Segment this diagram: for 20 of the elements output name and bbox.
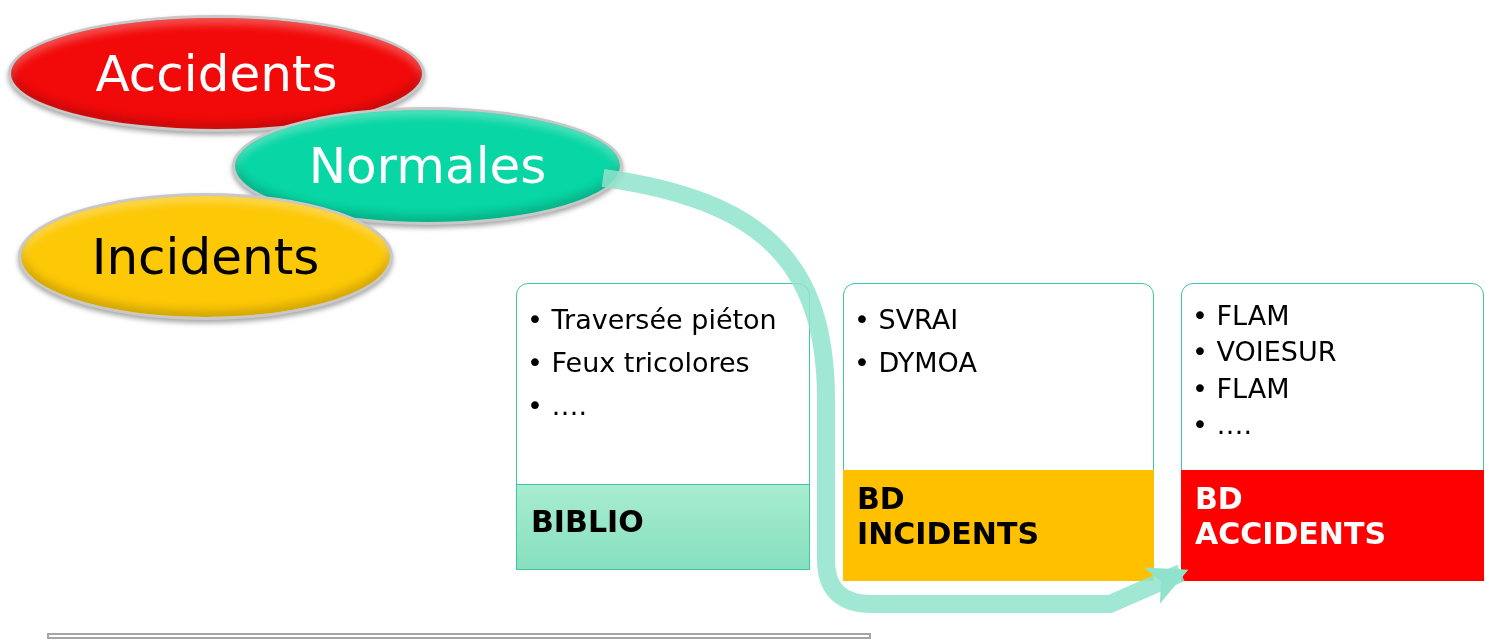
list-item: • SVRAI [854, 303, 960, 337]
header-band [1181, 470, 1484, 581]
list-item: • DYMOA [854, 346, 978, 381]
list-item: • …. [1192, 408, 1254, 443]
list-item: • FLAM [1192, 299, 1291, 333]
list-item: • FLAM [1192, 371, 1291, 406]
header-label: BD INCIDENTS [857, 482, 1041, 551]
header-band [516, 484, 810, 570]
list-item: • VOIESUR [1192, 335, 1338, 370]
list-item: • Traversée piéton [527, 303, 778, 337]
header-label: BIBLIO [531, 503, 645, 540]
ellipse-label: Normales [308, 141, 547, 191]
header-label: BD ACCIDENTS [1195, 482, 1387, 551]
header-band [843, 470, 1154, 581]
ellipse-label: Incidents [91, 231, 320, 282]
ellipse-label: Accidents [95, 48, 338, 99]
list-item: • …. [527, 389, 589, 424]
list-item: • Feux tricolores [527, 346, 751, 381]
empty-box [47, 633, 871, 639]
curved-arrow [601, 168, 1189, 613]
